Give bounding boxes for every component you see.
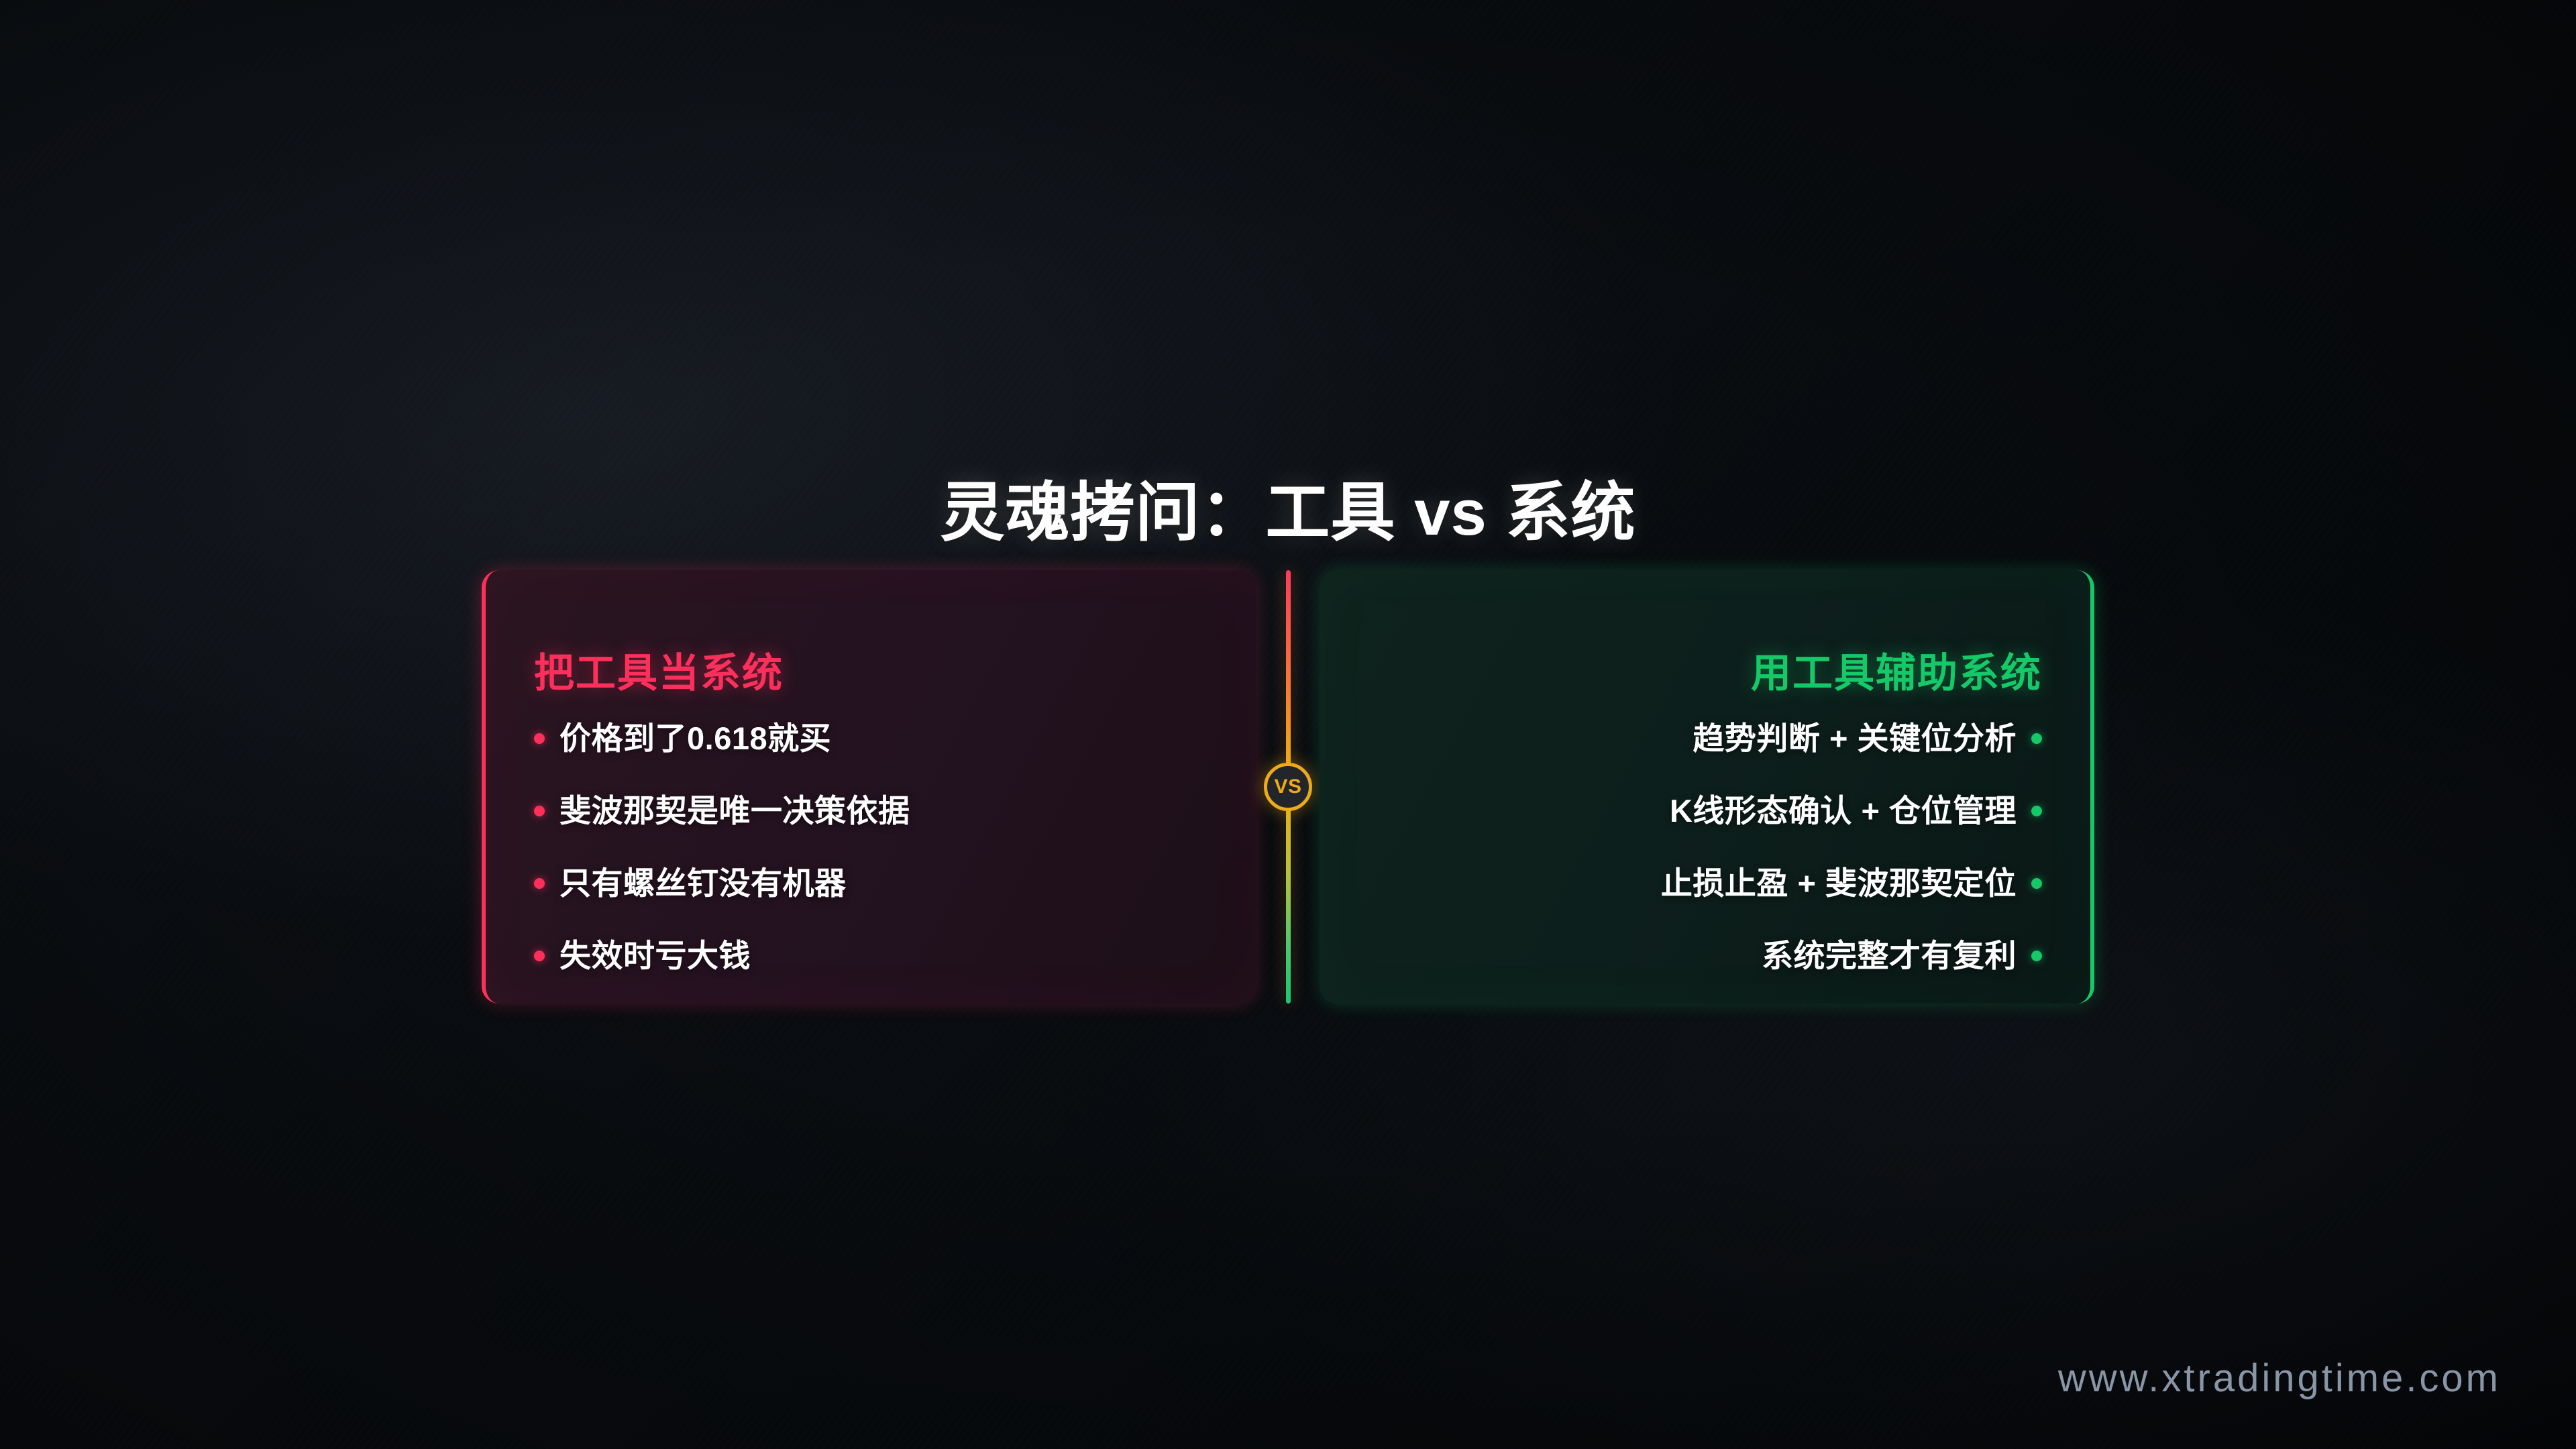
- page-title: 灵魂拷问：工具 vs 系统: [940, 477, 1636, 549]
- vs-badge-label: VS: [1274, 775, 1302, 798]
- bullet-dot-icon: [534, 806, 545, 816]
- bullet-dot-icon: [534, 878, 545, 889]
- list-item-label: 止损止盈 + 斐波那契定位: [1660, 865, 2017, 901]
- list-item: 止损止盈 + 斐波那契定位: [1360, 847, 2042, 919]
- list-item-label: K线形态确认 + 仓位管理: [1669, 792, 2017, 828]
- bullet-dot-icon: [2031, 806, 2042, 816]
- card-positive-heading: 用工具辅助系统: [1751, 650, 2042, 696]
- list-item-label: 趋势判断 + 关键位分析: [1693, 720, 2017, 756]
- list-item: K线形态确认 + 仓位管理: [1360, 774, 2042, 847]
- bullet-dot-icon: [2031, 878, 2042, 889]
- bullet-dot-icon: [2031, 951, 2042, 961]
- list-item: 失效时亏大钱: [534, 919, 1216, 991]
- site-watermark: www.xtradingtime.com: [2057, 1356, 2501, 1400]
- bullet-dot-icon: [534, 733, 545, 744]
- list-item-label: 只有螺丝钉没有机器: [559, 865, 847, 901]
- list-item: 趋势判断 + 关键位分析: [1360, 702, 2042, 774]
- list-item: 价格到了0.618就买: [534, 702, 1216, 774]
- list-item: 系统完整才有复利: [1360, 919, 2042, 991]
- card-tool-supports-system: 用工具辅助系统 趋势判断 + 关键位分析 K线形态确认 + 仓位管理 止损止盈 …: [1320, 570, 2094, 1004]
- card-positive-bullet-list: 趋势判断 + 关键位分析 K线形态确认 + 仓位管理 止损止盈 + 斐波那契定位…: [1360, 702, 2042, 991]
- list-item: 斐波那契是唯一决策依据: [534, 774, 1216, 847]
- bullet-dot-icon: [534, 951, 545, 961]
- list-item-label: 斐波那契是唯一决策依据: [559, 792, 910, 828]
- bullet-dot-icon: [2031, 733, 2042, 744]
- list-item-label: 失效时亏大钱: [559, 937, 751, 973]
- card-tool-as-system: 把工具当系统 价格到了0.618就买 斐波那契是唯一决策依据 只有螺丝钉没有机器…: [482, 570, 1256, 1004]
- list-item-label: 系统完整才有复利: [1762, 937, 2017, 973]
- card-negative-heading: 把工具当系统: [534, 650, 784, 696]
- list-item: 只有螺丝钉没有机器: [534, 847, 1216, 919]
- card-negative-bullet-list: 价格到了0.618就买 斐波那契是唯一决策依据 只有螺丝钉没有机器 失效时亏大钱: [534, 702, 1216, 991]
- comparison-section: 把工具当系统 价格到了0.618就买 斐波那契是唯一决策依据 只有螺丝钉没有机器…: [482, 570, 2094, 1004]
- vs-badge: VS: [1264, 763, 1312, 811]
- list-item-label: 价格到了0.618就买: [559, 720, 832, 756]
